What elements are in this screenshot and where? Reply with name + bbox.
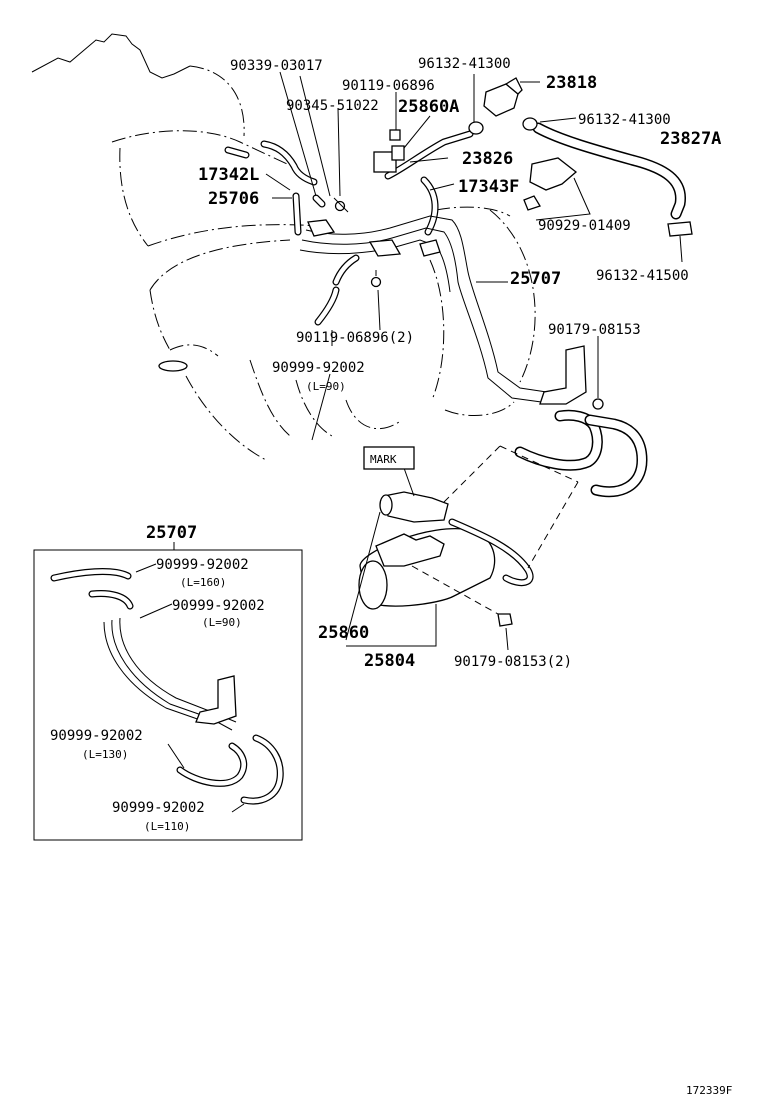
label-17343f: 17343F: [458, 177, 519, 197]
pipe-assembly: [299, 215, 648, 498]
label-96132-41500: 96132-41500: [596, 268, 689, 284]
small-parts: [333, 77, 693, 288]
inset-label-a-length: (L=160): [180, 576, 226, 589]
inset-frame: [33, 549, 303, 841]
label-23827a: 23827A: [660, 129, 721, 149]
label-23818: 23818: [546, 73, 597, 93]
label-90339-03017: 90339-03017: [230, 58, 323, 74]
label-90119-06896: 90119-06896: [342, 78, 435, 94]
label-96132-41300-top: 96132-41300: [418, 56, 511, 72]
dashed-connectors: [411, 445, 579, 615]
upper-hoses: [224, 122, 686, 236]
label-90179-08153-2: 90179-08153(2): [454, 654, 572, 670]
label-25804: 25804: [364, 651, 415, 671]
label-25860a: 25860A: [398, 97, 459, 117]
label-l90-main: (L=90): [306, 380, 346, 393]
engine-outline: [31, 33, 536, 461]
label-25707-main: 25707: [510, 269, 561, 289]
inset-label-d: 90999-92002: [112, 800, 205, 816]
label-25860: 25860: [318, 623, 369, 643]
inset-25707: 25707 90999-92002 (L=160) 90999-92002 (L…: [33, 523, 303, 841]
label-17342l: 17342L: [198, 165, 259, 185]
main-labels: 90339-03017 96132-41300 90119-06896 2381…: [198, 56, 721, 671]
label-90929-01409: 90929-01409: [538, 218, 631, 234]
label-96132-41300-right: 96132-41300: [578, 112, 671, 128]
label-90345-51022: 90345-51022: [286, 98, 379, 114]
label-90119-06896-2: 90119-06896(2): [296, 330, 414, 346]
label-90179-08153: 90179-08153: [548, 322, 641, 338]
mark-label: MARK: [370, 453, 397, 466]
inset-label-b: 90999-92002: [172, 598, 265, 614]
inset-title: 25707: [146, 523, 197, 543]
inset-label-c-length: (L=130): [82, 748, 128, 761]
charcoal-canister: [358, 491, 534, 627]
label-23826: 23826: [462, 149, 513, 169]
label-25706: 25706: [208, 189, 259, 209]
figure-id: 172339F: [686, 1084, 732, 1097]
label-90999-92002-main: 90999-92002: [272, 360, 365, 376]
inset-label-b-length: (L=90): [202, 616, 242, 629]
inset-label-c: 90999-92002: [50, 728, 143, 744]
inset-label-a: 90999-92002: [156, 557, 249, 573]
inset-label-d-length: (L=110): [144, 820, 190, 833]
leader-lines: [265, 71, 683, 651]
mark-callout: MARK: [363, 446, 415, 470]
